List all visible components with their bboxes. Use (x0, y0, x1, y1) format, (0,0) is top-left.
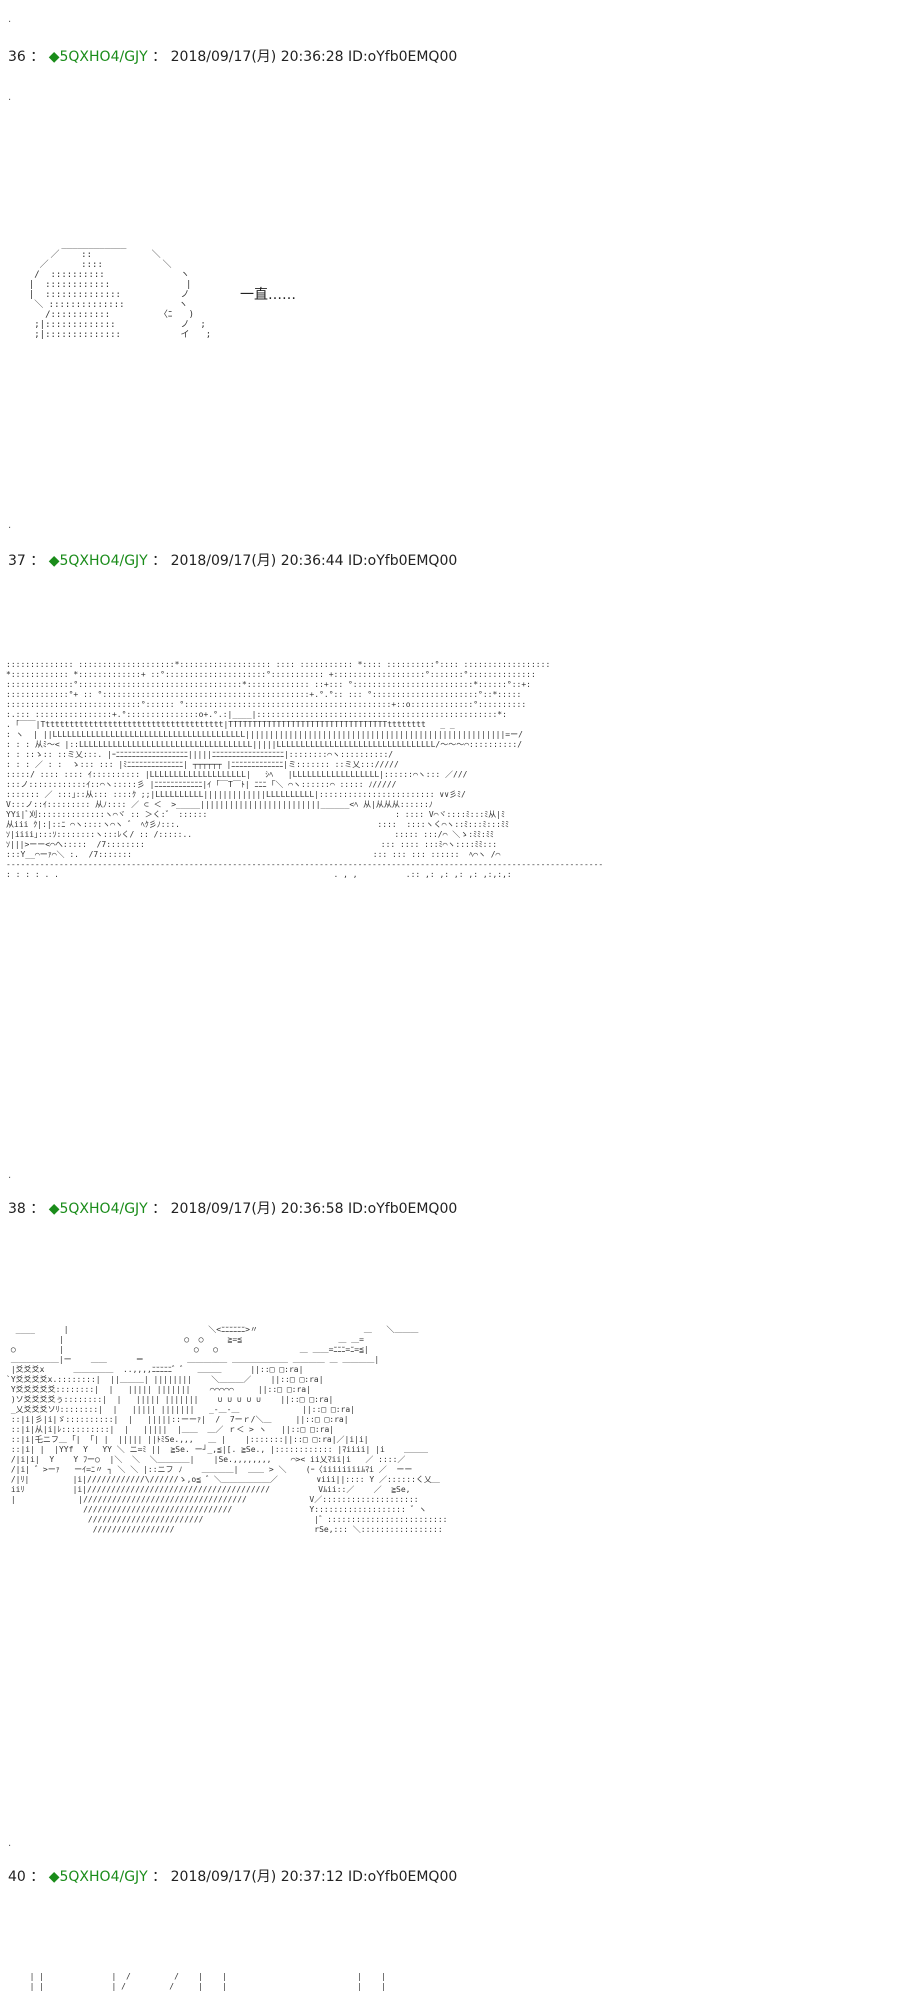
post-number: 40 (8, 1869, 26, 1885)
separator-dot: . (8, 1838, 12, 1849)
separator-dot: . (8, 14, 12, 25)
post-number: 38 (8, 1201, 26, 1217)
separator-dot: . (8, 92, 12, 103)
separator: ： (152, 1869, 167, 1885)
separator: ： (30, 1869, 45, 1885)
post-id: ID:oYfb0EMQ00 (348, 553, 458, 569)
ascii-art-38: ____ | ＼<ﾆﾆﾆﾆﾆﾆ>〃 ＿ ＼＿＿＿ | ◯ ◯ ≧=≦ ＿ ＿= … (6, 1325, 448, 1534)
separator-dot: . (8, 1170, 12, 1181)
post-header-40: 40 ： ◆5QXHO4/GJY ： 2018/09/17(月) 20:37:1… (8, 1868, 457, 1886)
separator: ： (30, 1201, 45, 1217)
post-date: 2018/09/17(月) 20:36:44 (170, 553, 344, 569)
ascii-art-37: :::::::::::::: ::::::::::::::::::::*::::… (6, 660, 604, 879)
separator: ： (30, 49, 45, 65)
post-date: 2018/09/17(月) 20:36:58 (170, 1201, 344, 1217)
post-number: 36 (8, 49, 26, 65)
poster-name-link[interactable]: ◆5QXHO4/GJY (48, 553, 148, 569)
separator: ： (30, 553, 45, 569)
post-header-37: 37 ： ◆5QXHO4/GJY ： 2018/09/17(月) 20:36:4… (8, 552, 457, 570)
post-id: ID:oYfb0EMQ00 (348, 49, 458, 65)
post-id: ID:oYfb0EMQ00 (348, 1201, 458, 1217)
post-header-38: 38 ： ◆5QXHO4/GJY ： 2018/09/17(月) 20:36:5… (8, 1200, 457, 1218)
poster-name-link[interactable]: ◆5QXHO4/GJY (48, 49, 148, 65)
post-number: 37 (8, 553, 26, 569)
narration-text: 一直…… (240, 287, 296, 303)
separator-dot: . (8, 520, 12, 531)
poster-name-link[interactable]: ◆5QXHO4/GJY (48, 1201, 148, 1217)
separator: ： (152, 1201, 167, 1217)
separator: ： (152, 553, 167, 569)
ascii-art-40: | | | / / | | | | | | | / / | | | | (29, 1972, 387, 1991)
post-date: 2018/09/17(月) 20:36:28 (170, 49, 344, 65)
ascii-art-36: ____________ ／ :: ＼ ／ :::: ＼ / :::::::::… (28, 240, 212, 340)
post-id: ID:oYfb0EMQ00 (348, 1869, 458, 1885)
poster-name-link[interactable]: ◆5QXHO4/GJY (48, 1869, 148, 1885)
post-header-36: 36 ： ◆5QXHO4/GJY ： 2018/09/17(月) 20:36:2… (8, 48, 457, 66)
post-date: 2018/09/17(月) 20:37:12 (170, 1869, 344, 1885)
separator: ： (152, 49, 167, 65)
